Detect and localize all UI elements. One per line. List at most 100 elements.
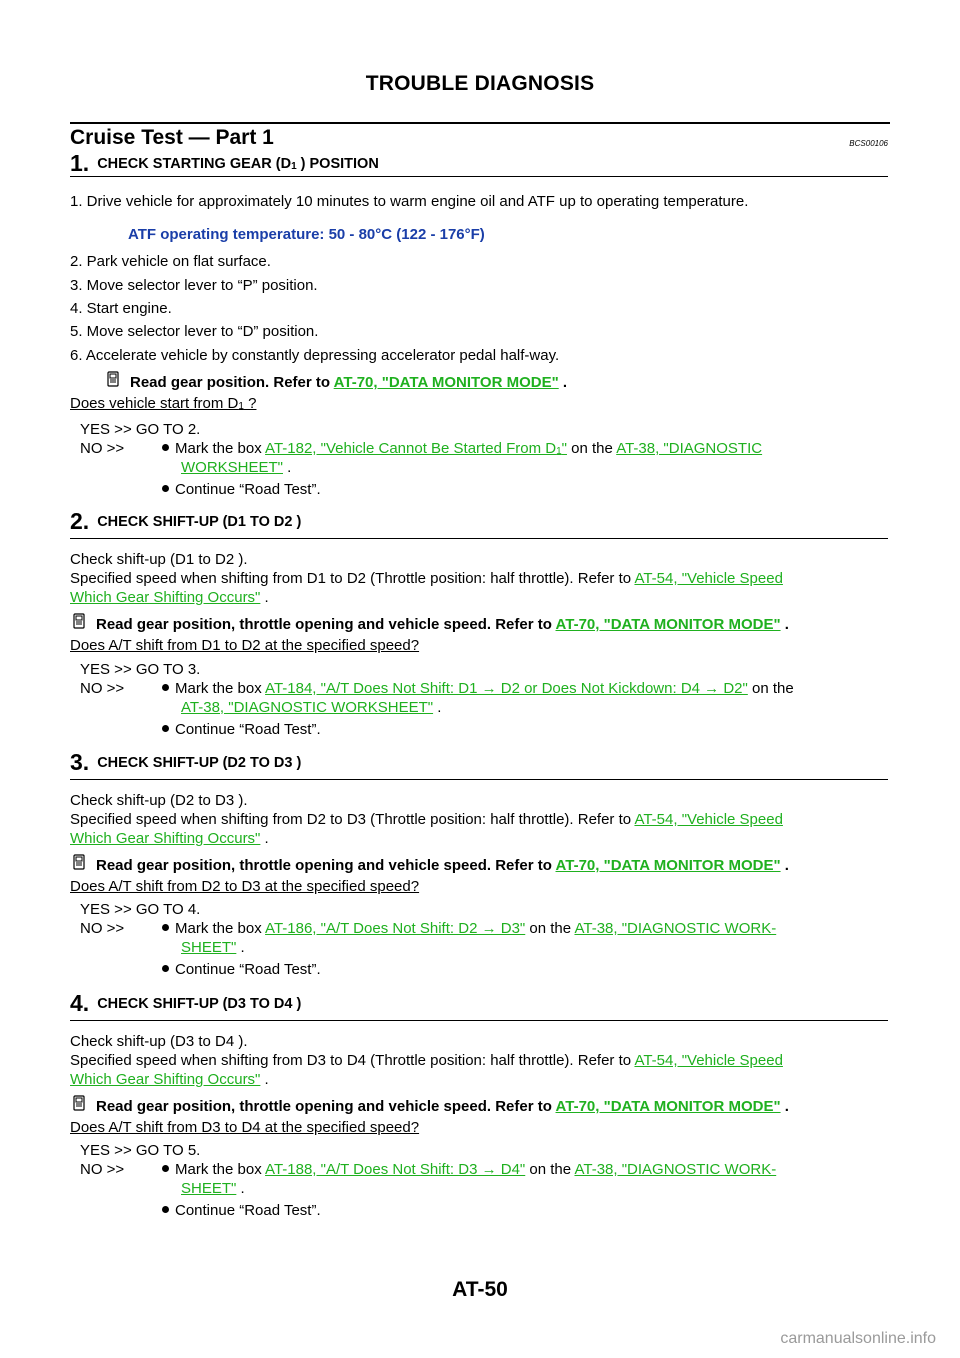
- step-title: CHECK SHIFT-UP (D1 TO D2 ): [97, 514, 302, 530]
- no-text: Mark the box: [175, 920, 266, 937]
- answer-yes: YES >> GO TO 3.: [80, 661, 201, 678]
- check-line: Check shift-up (D1 to D2 ).: [70, 551, 248, 568]
- diagnostic-worksheet-link-cont[interactable]: SHEET": [181, 1180, 237, 1197]
- spec-speed-line: Specified speed when shifting from D3 to…: [70, 1052, 783, 1069]
- answer-no-prefix: NO >>: [80, 920, 125, 937]
- does-not-shift-link[interactable]: AT-188, "A/T Does Not Shift: D3 → D4": [265, 1161, 526, 1178]
- does-not-shift-link[interactable]: AT-184, "A/T Does Not Shift: D1 → D2 or …: [265, 680, 748, 697]
- no-text: Mark the box: [175, 440, 266, 457]
- diagnostic-worksheet-link-cont[interactable]: SHEET": [181, 939, 237, 956]
- bullet-dot-icon: [162, 1165, 169, 1172]
- vehicle-speed-link-cont[interactable]: Which Gear Shifting Occurs": [70, 830, 261, 847]
- consult-tool-icon: [107, 371, 119, 387]
- vehicle-speed-link[interactable]: AT-54, "Vehicle Speed: [634, 1052, 783, 1069]
- instruction-2: 2. Park vehicle on flat surface.: [70, 253, 271, 270]
- instruction-4: 4. Start engine.: [70, 300, 172, 317]
- spec-line: ATF operating temperature: 50 - 80°C (12…: [128, 226, 485, 243]
- check-line: Check shift-up (D2 to D3 ).: [70, 792, 248, 809]
- no-end: .: [236, 1180, 245, 1197]
- question: Does A/T shift from D3 to D4 at the spec…: [70, 1119, 420, 1136]
- no-mid: on the: [525, 920, 575, 937]
- step-1: 1.CHECK STARTING GEAR (D1 ) POSITION: [70, 150, 888, 177]
- does-not-shift-link[interactable]: AT-186, "A/T Does Not Shift: D2 → D3": [265, 920, 526, 937]
- no-end: .: [236, 939, 245, 956]
- vehicle-speed-link[interactable]: AT-54, "Vehicle Speed: [634, 570, 783, 587]
- monitor-instruction: Read gear position. Refer to AT-70, "DAT…: [104, 371, 567, 391]
- data-monitor-link[interactable]: AT-70, "DATA MONITOR MODE": [555, 1098, 781, 1115]
- consult-tool-icon: [73, 613, 85, 629]
- spec-text: Specified speed when shifting from D3 to…: [70, 1052, 635, 1069]
- bullet-dot-icon: [162, 684, 169, 691]
- bullet-dot-icon: [162, 725, 169, 732]
- step-title: CHECK SHIFT-UP (D2 TO D3 ): [97, 755, 302, 771]
- monitor-instruction: Read gear position, throttle opening and…: [70, 1095, 789, 1115]
- step-title-end: ) POSITION: [296, 156, 379, 172]
- page-number: AT-50: [452, 1278, 508, 1301]
- no-mid: on the: [566, 440, 617, 457]
- answer-yes: YES >> GO TO 5.: [80, 1142, 201, 1159]
- spec-text: Specified speed when shifting from D2 to…: [70, 811, 635, 828]
- bullet-dot-icon: [162, 1206, 169, 1213]
- answer-no: Mark the box AT-184, "A/T Does Not Shift…: [162, 680, 794, 697]
- instruction-5: 5. Move selector lever to “D” position.: [70, 323, 319, 340]
- monitor-instruction: Read gear position, throttle opening and…: [70, 613, 789, 633]
- answer-no-prefix: NO >>: [80, 440, 124, 457]
- step-title: CHECK STARTING GEAR (D: [97, 156, 292, 172]
- step-2: 2. CHECK SHIFT-UP (D1 TO D2 ): [70, 508, 888, 539]
- answer-yes: YES >> GO TO 2.: [80, 421, 201, 438]
- no-prefix: NO >>: [80, 440, 125, 457]
- data-monitor-link[interactable]: AT-70, "DATA MONITOR MODE": [555, 616, 781, 633]
- step-title: CHECK SHIFT-UP (D3 TO D4 ): [97, 996, 302, 1012]
- bullet-dot-icon: [162, 924, 169, 931]
- step-4-heading: 4. CHECK SHIFT-UP (D3 TO D4 ): [70, 990, 888, 1021]
- spec-speed-line: Specified speed when shifting from D2 to…: [70, 811, 783, 828]
- answer-no-cont: SHEET" .: [181, 1180, 245, 1197]
- question: Does A/T shift from D2 to D3 at the spec…: [70, 878, 420, 895]
- no-text: Mark the box: [175, 680, 266, 697]
- step-1-heading: 1.CHECK STARTING GEAR (D1 ) POSITION: [70, 150, 888, 177]
- subscript: 1: [556, 446, 562, 457]
- section-code: BCS00106: [849, 139, 888, 148]
- answer-no: Mark the box AT-182, "Vehicle Cannot Be …: [162, 440, 888, 457]
- vehicle-speed-link-cont[interactable]: Which Gear Shifting Occurs": [70, 589, 261, 606]
- instruction-6: 6. Accelerate vehicle by constantly depr…: [70, 347, 560, 364]
- no-text: Mark the box: [175, 1161, 266, 1178]
- diagnostic-worksheet-link[interactable]: AT-38, "DIAGNOSTIC WORKSHEET": [181, 699, 434, 716]
- header-rule: [70, 122, 890, 124]
- diagnostic-worksheet-link[interactable]: AT-38, "DIAGNOSTIC WORK-: [574, 920, 777, 937]
- consult-tool-icon: [73, 854, 85, 870]
- continue-road-test: Continue “Road Test”.: [162, 481, 321, 498]
- continue-text: Continue “Road Test”.: [175, 481, 321, 498]
- diagnostic-worksheet-link[interactable]: AT-38, "DIAGNOSTIC: [616, 440, 763, 457]
- diagnostic-worksheet-link-cont[interactable]: WORKSHEET": [181, 459, 283, 476]
- section-title: Cruise Test — Part 1: [70, 126, 274, 149]
- no-end: .: [283, 459, 292, 476]
- vehicle-speed-link-cont[interactable]: Which Gear Shifting Occurs": [70, 1071, 261, 1088]
- spec-speed-line-cont: Which Gear Shifting Occurs" .: [70, 1071, 269, 1088]
- step-number: 4.: [70, 990, 90, 1016]
- continue-road-test: Continue “Road Test”.: [162, 1202, 321, 1219]
- vehicle-speed-link[interactable]: AT-54, "Vehicle Speed: [634, 811, 783, 828]
- step-number: 3.: [70, 749, 90, 775]
- step-number: 2.: [70, 508, 90, 534]
- step-2-heading: 2. CHECK SHIFT-UP (D1 TO D2 ): [70, 508, 888, 539]
- vehicle-cannot-start-link[interactable]: AT-182, "Vehicle Cannot Be Started From …: [265, 440, 567, 457]
- step-3-heading: 3. CHECK SHIFT-UP (D2 TO D3 ): [70, 749, 888, 780]
- diagnostic-worksheet-link[interactable]: AT-38, "DIAGNOSTIC WORK-: [574, 1161, 777, 1178]
- bullet-dot-icon: [162, 444, 169, 451]
- question-text: Does vehicle start from D: [70, 395, 239, 412]
- data-monitor-link[interactable]: AT-70, "DATA MONITOR MODE": [333, 374, 559, 391]
- step-3: 3. CHECK SHIFT-UP (D2 TO D3 ): [70, 749, 888, 780]
- answer-no-prefix: NO >>: [80, 680, 125, 697]
- answer-yes: YES >> GO TO 4.: [80, 901, 201, 918]
- data-monitor-link[interactable]: AT-70, "DATA MONITOR MODE": [555, 857, 781, 874]
- step-number: 1.: [70, 150, 90, 176]
- page-title: TROUBLE DIAGNOSIS: [365, 72, 595, 95]
- no-end: .: [433, 699, 442, 716]
- question-end: ?: [243, 395, 257, 412]
- spec-speed-line-cont: Which Gear Shifting Occurs" .: [70, 830, 269, 847]
- answer-no-cont: AT-38, "DIAGNOSTIC WORKSHEET" .: [181, 699, 441, 716]
- spec-speed-line: Specified speed when shifting from D1 to…: [70, 570, 783, 587]
- monitor-instruction: Read gear position, throttle opening and…: [70, 854, 789, 874]
- monitor-text: Read gear position. Refer to: [130, 374, 334, 391]
